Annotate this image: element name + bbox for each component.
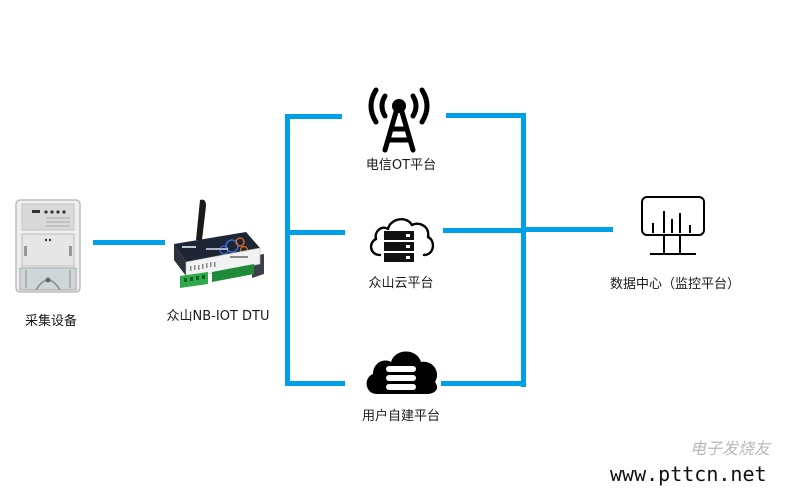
connector-left-middle: [285, 230, 345, 235]
connector-to-datacenter: [521, 227, 613, 232]
cloud-server-icon: [369, 218, 435, 262]
connector-right-top: [446, 113, 526, 118]
connector-right-bottom: [441, 381, 526, 386]
connector-right-vertical: [521, 113, 526, 387]
connector-right-middle: [443, 228, 523, 233]
solid-cloud-icon: [366, 351, 438, 394]
label-dtu: 众山NB-IOT DTU: [166, 309, 270, 324]
label-telecom: 电信OT平台: [365, 158, 437, 173]
watermark-cn: 电子发烧友: [690, 439, 771, 458]
label-datacenter: 数据中心（监控平台）: [609, 277, 741, 292]
connector-collector-dtu: [93, 240, 165, 245]
electric-meter-icon: [15, 199, 81, 293]
node-datacenter: [640, 195, 706, 257]
label-user: 用户自建平台: [361, 409, 441, 424]
watermark-url: www.pttcn.net: [610, 462, 767, 486]
node-user: [363, 346, 439, 396]
node-cloud: [366, 213, 436, 265]
node-collector: [14, 198, 82, 294]
antenna-tower-icon: [368, 87, 430, 153]
connector-left-bottom: [285, 381, 345, 386]
node-telecom: [366, 84, 432, 154]
connector-left-vertical: [285, 114, 290, 386]
monitor-chart-icon: [641, 196, 705, 255]
node-dtu: [160, 196, 270, 292]
connector-left-top: [285, 114, 342, 119]
label-cloud: 众山云平台: [368, 276, 434, 291]
label-collector: 采集设备: [24, 314, 78, 329]
dtu-device-icon: [174, 199, 264, 288]
